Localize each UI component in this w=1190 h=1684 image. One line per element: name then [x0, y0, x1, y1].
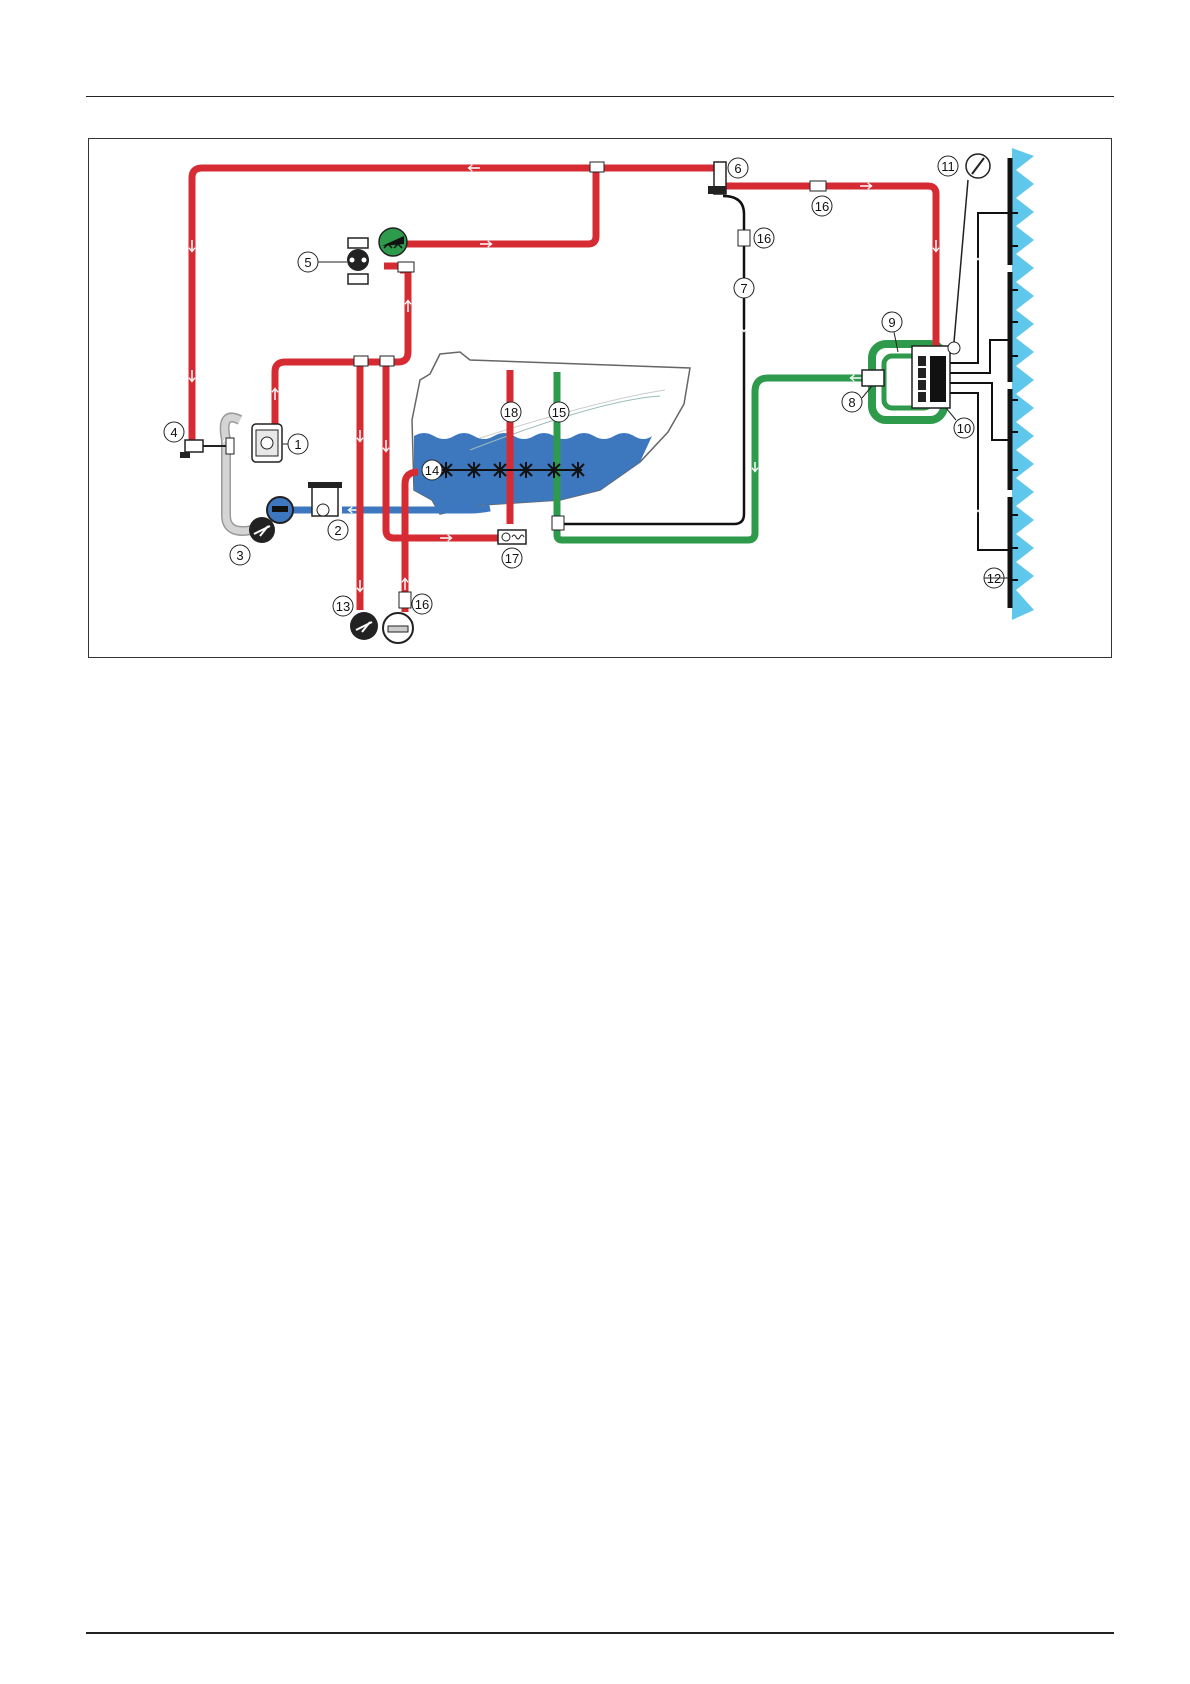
svg-text:1: 1: [294, 437, 301, 452]
tee-fitting: [380, 356, 394, 366]
svg-text:7: 7: [740, 281, 747, 296]
svg-text:16: 16: [415, 597, 429, 612]
callout-2: 2: [328, 520, 348, 540]
svg-text:9: 9: [888, 315, 895, 330]
callout-10: 10: [954, 418, 974, 438]
spray-fan: [1012, 148, 1034, 620]
callout-16c: 16: [412, 594, 432, 614]
svg-text:18: 18: [504, 405, 518, 420]
callout-11: 11: [938, 156, 958, 176]
svg-text:17: 17: [505, 551, 519, 566]
callout-5: 5: [298, 252, 318, 272]
induction-hopper-icon: [379, 228, 407, 256]
svg-text:13: 13: [336, 599, 350, 614]
spray-pattern: [1012, 148, 1034, 620]
svg-text:2: 2: [334, 523, 341, 538]
svg-text:6: 6: [734, 161, 741, 176]
callout-14: 14: [422, 460, 442, 480]
callout-8: 8: [842, 392, 862, 412]
callout-1: 1: [288, 434, 308, 454]
main-pump: [252, 424, 282, 462]
svg-text:4: 4: [170, 425, 177, 440]
callout-15: 15: [549, 402, 569, 422]
tee-fitting: [354, 356, 368, 366]
callout-18: 18: [501, 402, 521, 422]
section-feed-lines: [950, 213, 1010, 550]
callout-13: 13: [333, 596, 353, 616]
svg-text:10: 10: [957, 421, 971, 436]
suction-valve-icon: [249, 497, 293, 543]
callout-16a: 16: [812, 196, 832, 216]
svg-text:5: 5: [304, 255, 311, 270]
callout-9: 9: [882, 312, 902, 332]
bypass-valve: [862, 370, 884, 386]
svg-text:11: 11: [941, 159, 955, 174]
svg-text:14: 14: [425, 463, 439, 478]
callout-3: 3: [230, 545, 250, 565]
callout-16b: 16: [754, 228, 774, 248]
callout-6: 6: [728, 158, 748, 178]
rinse-pump-icon: [350, 612, 413, 643]
tee-fitting: [590, 162, 604, 172]
tank-drain-valve-icon: [498, 530, 526, 544]
venturi-fitting: [552, 516, 564, 530]
svg-text:16: 16: [757, 231, 771, 246]
svg-text:8: 8: [848, 395, 855, 410]
callout-4: 4: [164, 422, 184, 442]
svg-text:15: 15: [552, 405, 566, 420]
gauge-icon: [948, 154, 990, 354]
callout-7: 7: [734, 278, 754, 298]
callout-17: 17: [502, 548, 522, 568]
svg-text:16: 16: [815, 199, 829, 214]
filter-icon: [308, 482, 342, 516]
section-valves-icon: [912, 346, 950, 408]
tank: [412, 352, 690, 514]
svg-text:3: 3: [236, 548, 243, 563]
